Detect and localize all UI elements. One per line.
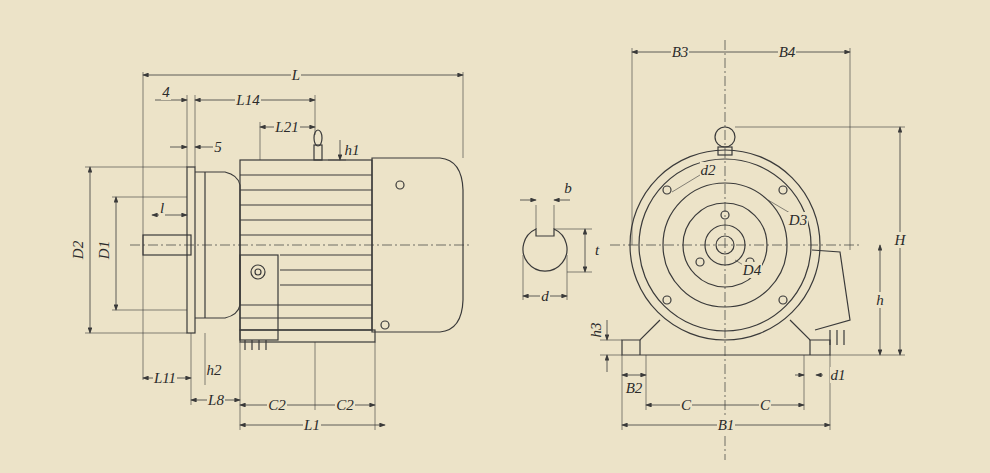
dimension-label: C2 <box>267 397 287 413</box>
dimension-label: D3 <box>788 212 808 228</box>
dimension-label: B3 <box>671 44 690 60</box>
dimension-label: B4 <box>778 44 797 60</box>
dimension-label: C2 <box>335 397 355 413</box>
dimension-label: C <box>759 397 771 413</box>
shaft-section <box>520 200 592 300</box>
dimension-label: L <box>291 67 301 83</box>
dimension-label: L1 <box>303 417 321 433</box>
dimension-label: D2 <box>70 240 86 260</box>
dimension-label: d1 <box>830 367 847 383</box>
side-view <box>85 72 470 430</box>
front-view <box>600 40 905 460</box>
dimension-label: d <box>540 288 550 304</box>
dimension-label: B1 <box>717 417 736 433</box>
callout-number: 4 <box>161 84 171 100</box>
dimension-label: b <box>563 180 573 196</box>
dimension-label: B2 <box>625 380 644 396</box>
dimension-label: D4 <box>742 262 762 278</box>
dimension-label: h <box>875 292 885 308</box>
callout-number: 5 <box>213 139 223 155</box>
dimension-label: L8 <box>207 392 225 408</box>
dimension-label: C <box>680 397 692 413</box>
dimension-label: L11 <box>153 370 177 386</box>
dimension-label: h2 <box>206 362 223 378</box>
dimension-label: h3 <box>587 322 603 339</box>
dimension-label: d2 <box>700 162 717 178</box>
dimension-label: L14 <box>235 92 260 108</box>
dimension-label: L21 <box>274 119 299 135</box>
dimension-label: D1 <box>96 240 112 260</box>
dimension-label: H <box>894 232 907 248</box>
dimension-label: h1 <box>344 142 361 158</box>
dimension-label: l <box>159 200 165 216</box>
dimension-label: t <box>594 242 600 258</box>
